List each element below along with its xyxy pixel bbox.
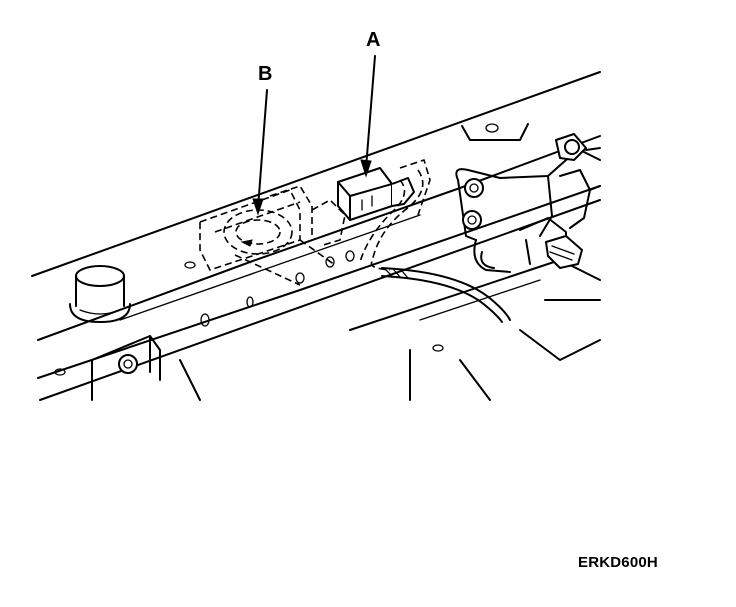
harness-cable [381, 267, 511, 323]
wiring-harness [359, 169, 424, 271]
callout-label-a: A [366, 29, 381, 51]
leader-lines [252, 55, 376, 216]
lower-bracket [54, 335, 201, 401]
callout-label-b: B [258, 63, 273, 85]
leader-line-a [365, 55, 376, 169]
sensor-connector-housing [199, 185, 346, 286]
connector-a [337, 159, 431, 221]
lower-rail [349, 259, 601, 401]
leader-line-b [257, 89, 268, 209]
leader-arrow-a [360, 159, 372, 178]
mount-assembly [455, 133, 601, 273]
leader-arrow-b [252, 198, 264, 216]
cylindrical-cap [69, 265, 131, 323]
frame-rail [31, 71, 601, 401]
figure-code: ERKD600H [578, 554, 658, 571]
